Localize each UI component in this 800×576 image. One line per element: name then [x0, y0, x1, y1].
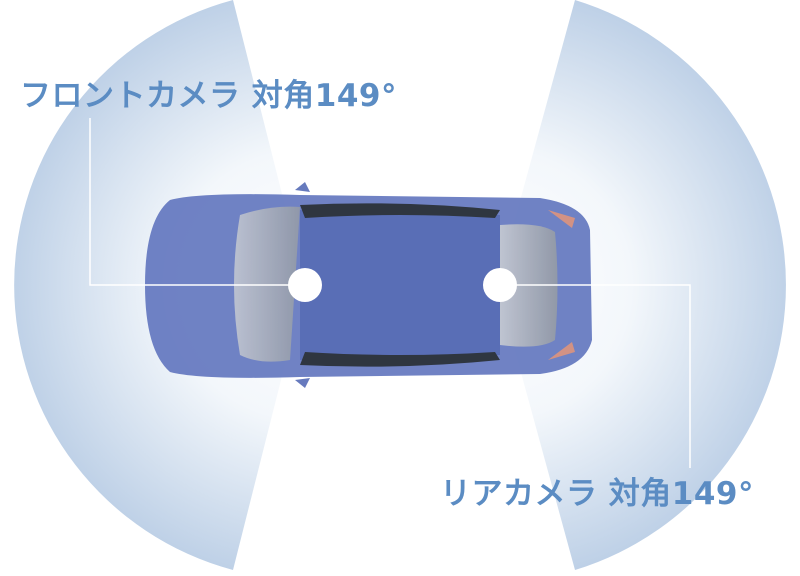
front-leader-line: [89, 118, 305, 286]
front-camera-label: フロントカメラ 対角149°: [20, 78, 398, 114]
rear-leader-line: [497, 284, 691, 468]
car: [145, 182, 592, 388]
front-camera-marker: [288, 268, 322, 302]
rear-camera-marker: [483, 268, 517, 302]
rear-camera-label: リアカメラ 対角149°: [440, 476, 755, 512]
